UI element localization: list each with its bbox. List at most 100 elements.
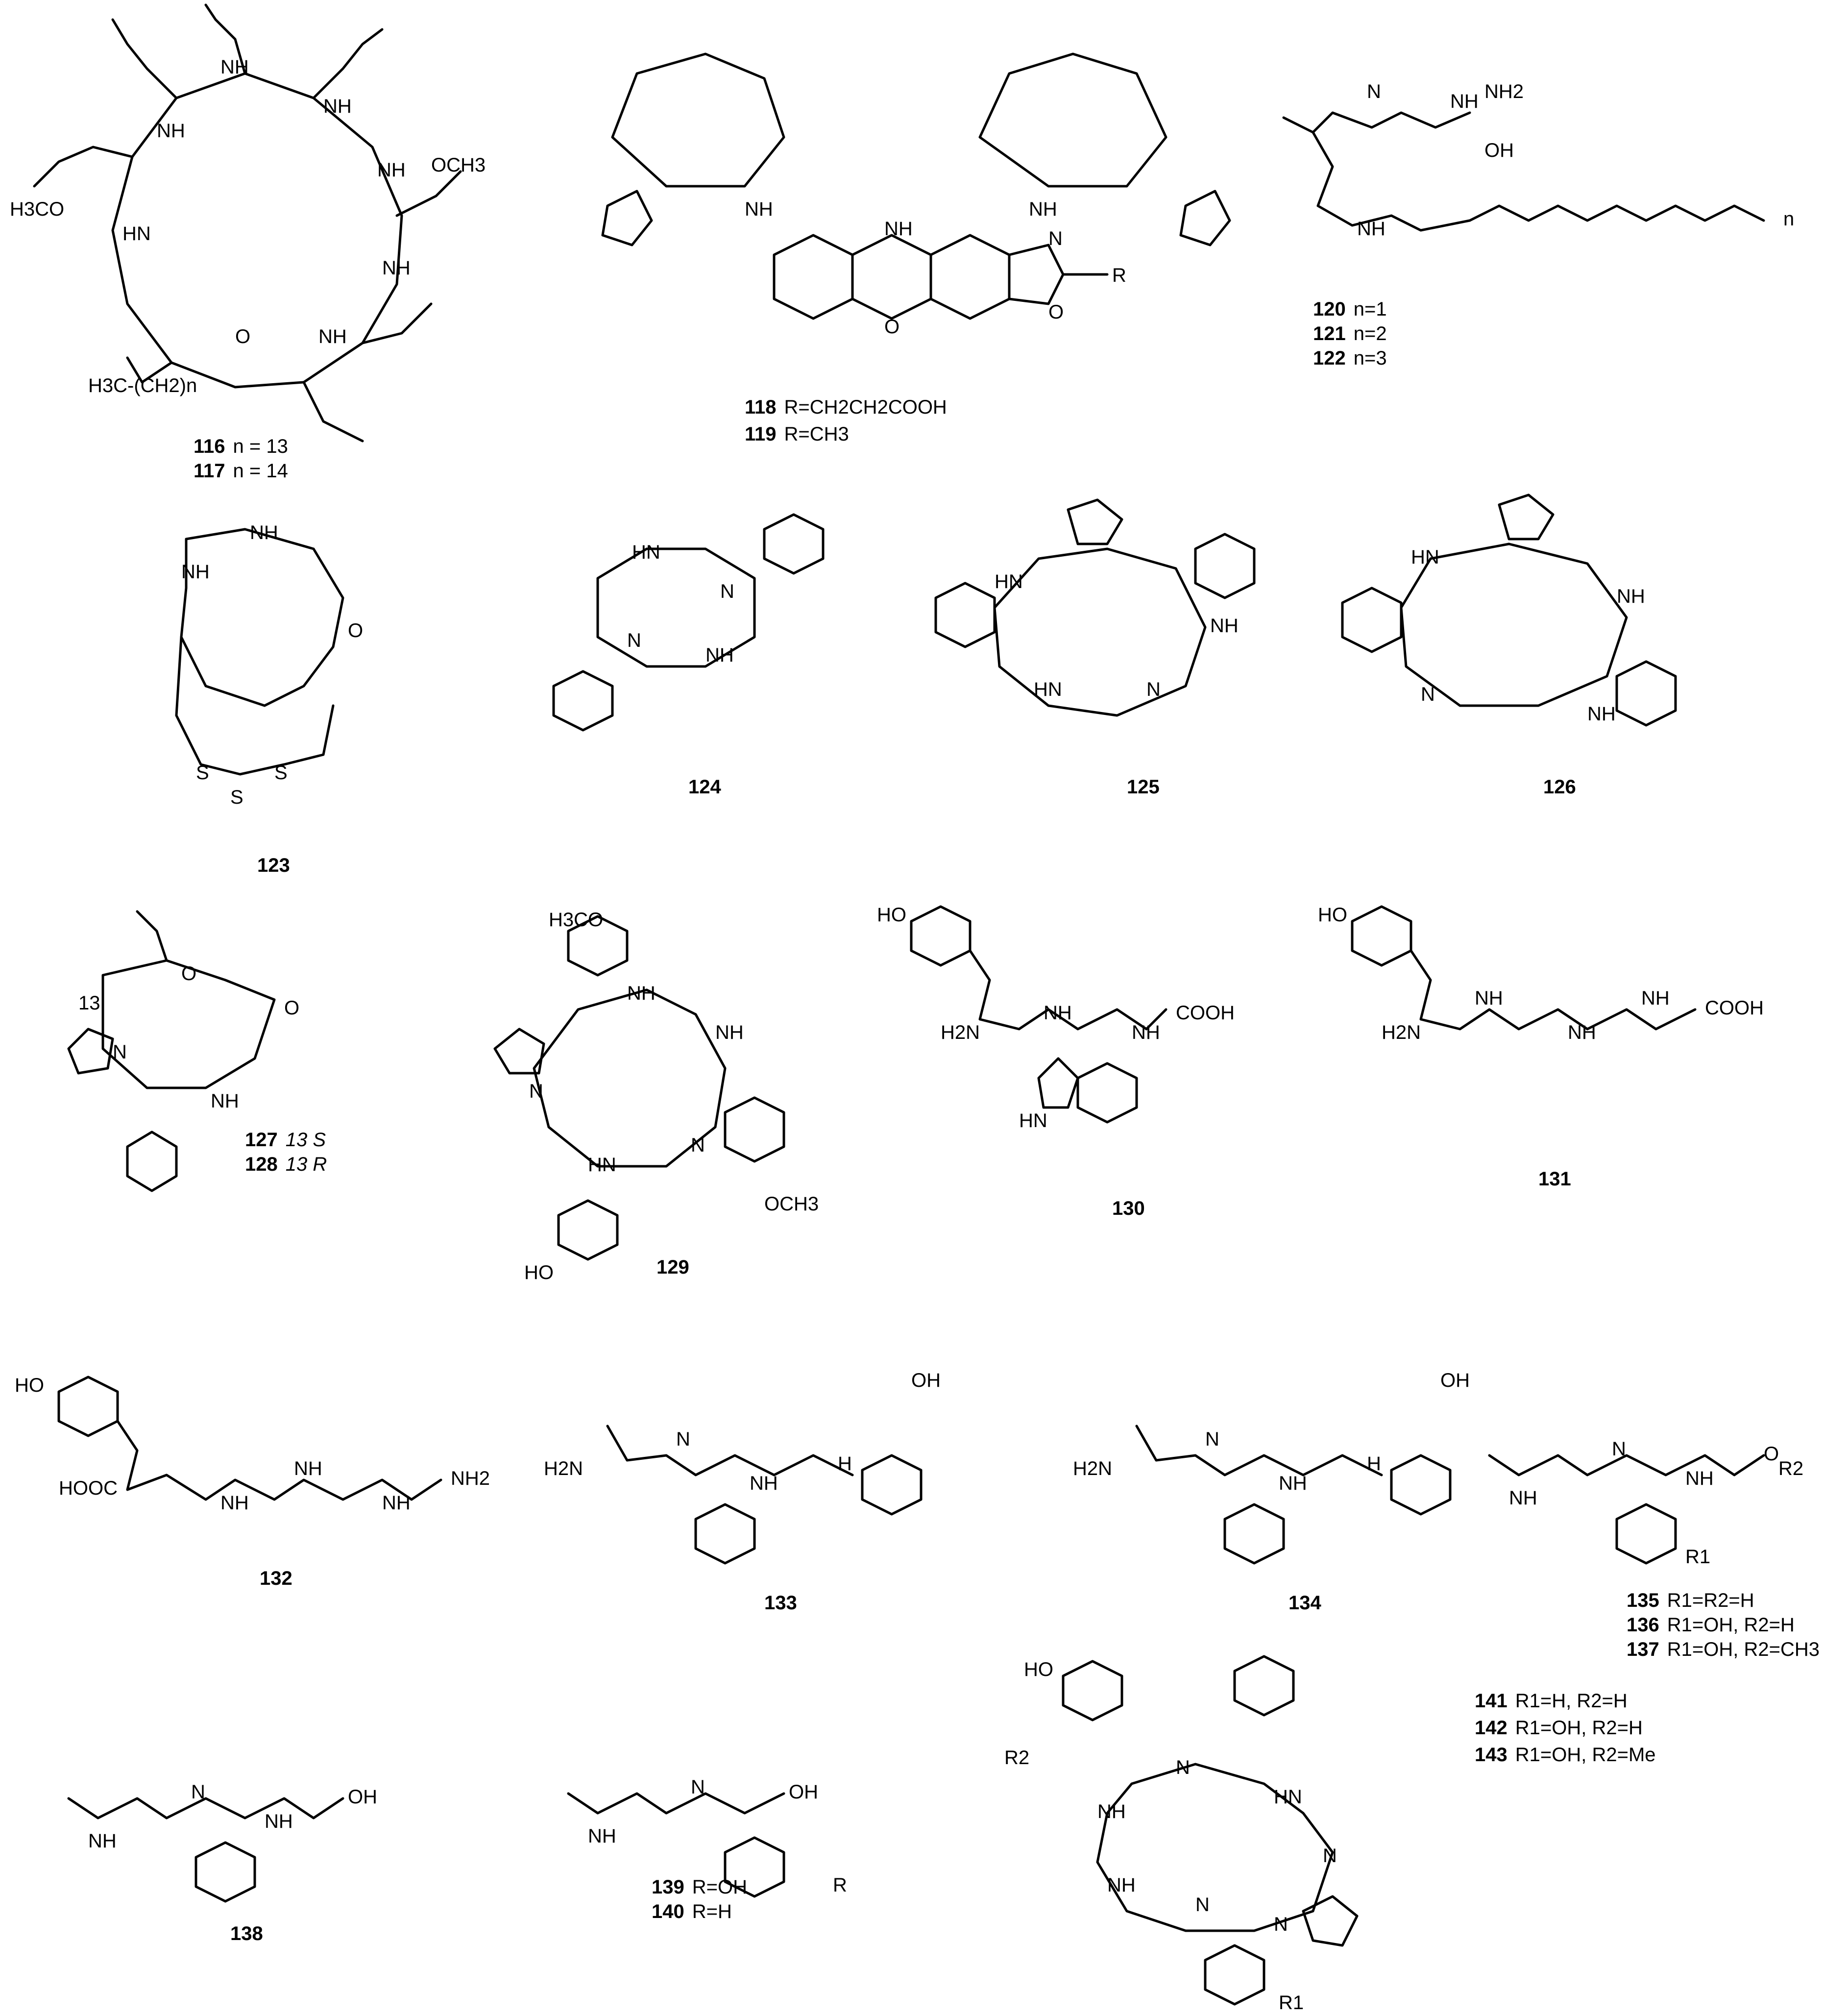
peptide-backbone [567, 1792, 785, 1815]
atom-label: NH2 [1484, 81, 1524, 102]
phenoxazine-ring-a [773, 234, 854, 320]
isoleucine-side-chain [302, 381, 364, 443]
atom-label: HO [1318, 904, 1347, 926]
atom-label: NH [884, 218, 913, 240]
compound-label-129: 129 [656, 1256, 689, 1278]
peptide-backbone [606, 1425, 854, 1476]
atom-label: NH [1107, 1874, 1136, 1896]
peptide-backbone [116, 1420, 442, 1501]
anisyl-ring [724, 1096, 785, 1163]
atom-label: R1 [1685, 1546, 1710, 1568]
anisyl-ring [567, 915, 629, 977]
phenoxazine-ring-c [929, 234, 1011, 320]
atom-label: HN [1411, 546, 1439, 568]
diene-amide [1312, 131, 1471, 232]
leucine-side-chain [312, 28, 384, 99]
atom-label: OH [1440, 1370, 1470, 1391]
indole-pyrrole [1037, 1057, 1079, 1109]
atom-label: COOH [1176, 1002, 1235, 1024]
atom-label: N [1176, 1757, 1190, 1778]
compound-label-124: 124 [688, 776, 721, 798]
atom-label: H3CO [10, 198, 64, 220]
atom-label: NH [1685, 1468, 1714, 1489]
structure-133: H2N N NH H OH [544, 1370, 941, 1565]
benzene-ring [1341, 587, 1403, 653]
atom-label: HN [1034, 679, 1062, 700]
lipid-chain [1468, 204, 1765, 222]
peptide-backbone [1488, 1454, 1765, 1476]
atom-label: NH [1641, 987, 1670, 1009]
atom-label: H2N [1382, 1022, 1421, 1043]
compound-label-131: 131 [1538, 1168, 1571, 1190]
atom-label: NH [382, 1492, 411, 1514]
benzoic-ring [861, 1454, 923, 1516]
atom-label: N [191, 1781, 205, 1803]
atom-label: n [1783, 208, 1794, 230]
peptide-backbone [1410, 949, 1697, 1031]
structure-130: HO H2N NH NH COOH HN [877, 904, 1235, 1131]
atom-label: S [274, 762, 288, 784]
atom-label: NH [220, 1492, 249, 1514]
atom-label: H2N [544, 1458, 583, 1479]
atom-label: N [113, 1041, 127, 1063]
atom-label: NH [181, 561, 210, 583]
atom-label: NH [211, 1090, 239, 1112]
compound-label-133: 133 [764, 1592, 797, 1614]
benzene-ring [934, 582, 996, 648]
macrocycle-ring [111, 72, 403, 389]
atom-label: R [1112, 265, 1126, 286]
atom-label: NH [1587, 703, 1616, 725]
atom-label: HN [1019, 1110, 1047, 1131]
atom-label: H [1367, 1453, 1381, 1475]
ester-chain [395, 170, 462, 217]
compound-label-123: 123 [257, 855, 290, 876]
atom-label: R2 [1778, 1458, 1803, 1479]
atom-label: HO [877, 904, 906, 926]
macrocycle-ring [180, 528, 344, 707]
structure-138: NH N NH OH [67, 1781, 377, 1903]
ester-chain [33, 146, 134, 188]
benzene-ring [1194, 533, 1256, 599]
disulfide-bridge [175, 636, 335, 776]
structure-124: HN N N NH [552, 513, 825, 732]
atom-label: N [1048, 228, 1063, 249]
atom-label: N [1421, 684, 1435, 705]
phenyl-ring [724, 1836, 785, 1898]
pyrrolidine-ring [67, 1028, 114, 1075]
atom-label: H3CO [549, 909, 603, 931]
phenol-ring [557, 1199, 619, 1261]
backbone [1282, 111, 1471, 134]
atom-label: NH [1617, 586, 1645, 607]
atom-label: N [1195, 1894, 1210, 1916]
right-lactone-ring [978, 52, 1167, 188]
peptide-backbone [969, 949, 1167, 1031]
atom-label: NH [1279, 1473, 1307, 1494]
atom-label: HN [632, 541, 660, 563]
atom-label: O [181, 963, 196, 984]
diketopiperazine-ring [596, 547, 756, 668]
phenyl-ring [126, 1131, 178, 1192]
phenol-ring [910, 905, 972, 967]
atom-label: NH [750, 1473, 778, 1494]
atom-label: N [676, 1428, 690, 1450]
atom-label: O [284, 997, 299, 1019]
structure-131: HO H2N NH NH NH COOH [1318, 904, 1764, 1043]
left-lactone-ring [611, 52, 785, 188]
atom-label: NH [382, 257, 411, 279]
leucine-side-chain [111, 18, 178, 99]
macrocycle-ring [1400, 542, 1628, 707]
phenyl-ring [194, 1841, 256, 1903]
atom-label: NH [265, 1811, 293, 1832]
atom-label: NH [705, 644, 734, 666]
atom-label: NH [1029, 198, 1057, 220]
structure-120-122: N NH NH2 OH NH n [1282, 81, 1794, 240]
compound-label-126: 126 [1543, 776, 1576, 798]
atom-label: S [230, 787, 243, 808]
phenyl-ring [1223, 1503, 1285, 1565]
atom-label: HN [1274, 1786, 1302, 1808]
